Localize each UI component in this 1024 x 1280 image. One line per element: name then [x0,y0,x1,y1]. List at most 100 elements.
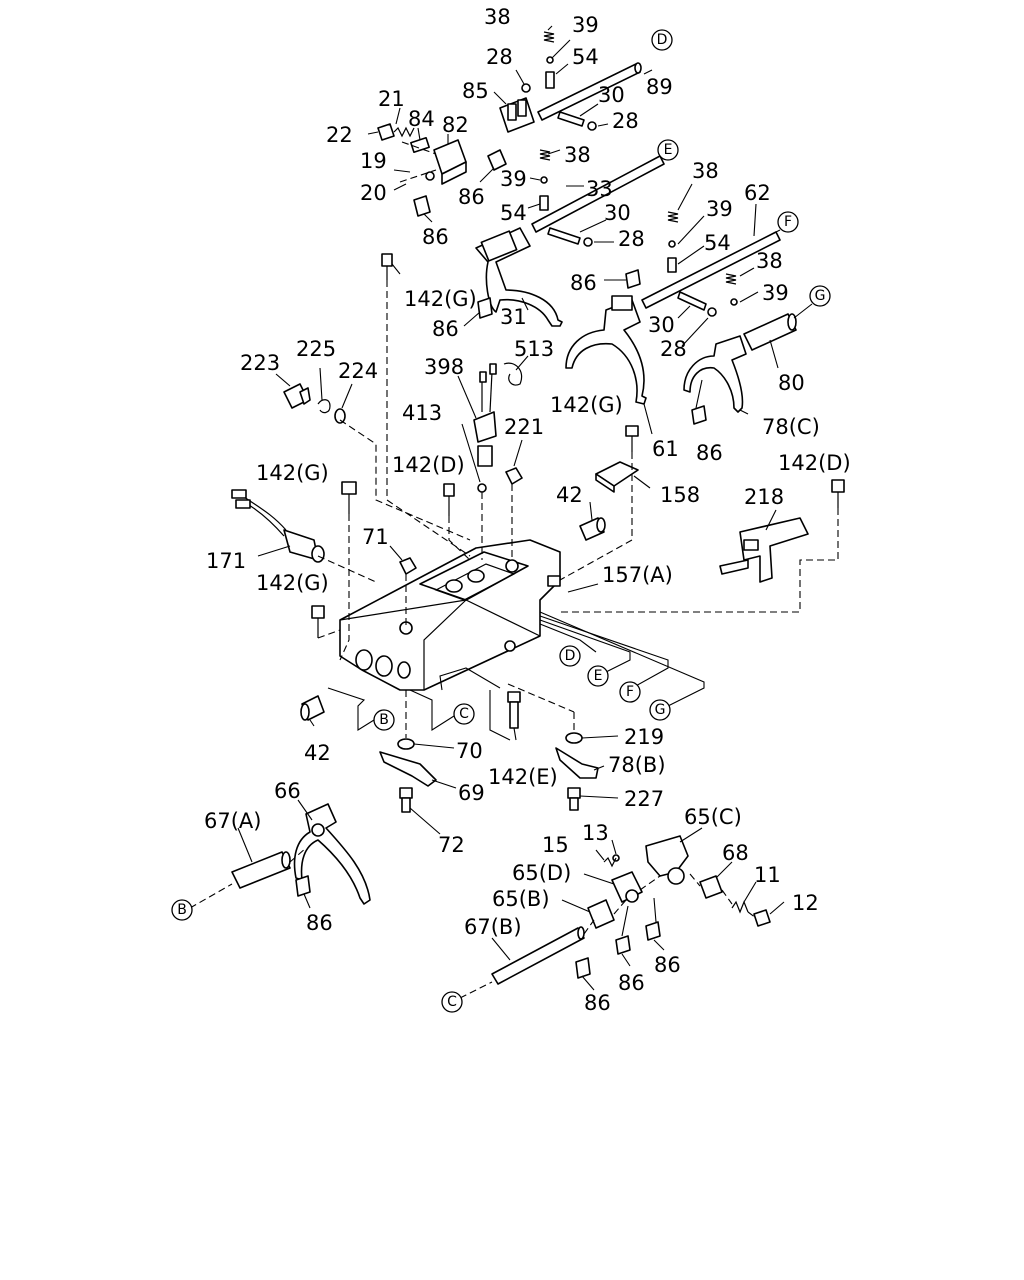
label-142g4: 142(G) [256,571,329,595]
label-225: 225 [296,337,336,361]
bolt-227 [567,787,581,811]
spring-15 [603,856,617,868]
lever-69 [379,751,437,787]
label-28a: 28 [486,45,513,69]
ref-e-top: E [657,139,679,161]
pin-54c [667,257,677,273]
label-33: 33 [586,177,613,201]
label-86i: 86 [654,953,681,977]
shift-rail-67a [231,851,291,889]
pin-68 [699,875,723,899]
label-86c: 86 [570,271,597,295]
ref-c-case-text: C [459,706,469,722]
label-84: 84 [408,107,435,131]
label-28b: 28 [612,109,639,133]
pin-54b [539,195,549,211]
ref-g-case: G [649,699,671,721]
label-39d: 39 [762,281,789,305]
clip-513 [503,362,523,386]
shift-fork-61 [565,295,647,405]
label-224: 224 [338,359,378,383]
washer-219 [565,732,583,744]
plug-12 [753,909,771,927]
ball-28d [707,307,717,317]
ball-39d [730,298,738,306]
label-142g3: 142(G) [256,461,329,485]
ref-f-text: F [784,214,792,230]
label-38c: 38 [692,159,719,183]
label-38a: 38 [484,5,511,29]
shift-block-65d [611,871,643,903]
label-86g: 86 [584,991,611,1015]
plug-22 [377,123,395,141]
ball-28b [587,121,597,131]
shift-rail-80 [743,313,797,351]
label-86f: 86 [306,911,333,935]
bolt-142g4 [311,605,325,638]
label-30b: 30 [604,201,631,225]
ball-413 [477,483,487,493]
ref-b-case: B [373,709,395,731]
spring-11 [731,900,749,914]
bolt-142g1 [381,253,393,280]
label-28d: 28 [660,337,687,361]
shift-rail-89 [537,62,642,121]
label-30c: 30 [648,313,675,337]
label-142g1: 142(G) [404,287,477,311]
shift-fork-66 [293,803,371,905]
label-72: 72 [438,833,465,857]
spring-21 [393,126,415,138]
label-61: 61 [652,437,679,461]
ref-b-case-text: B [379,712,389,728]
label-78c: 78(C) [762,415,820,439]
nut-221 [505,467,523,485]
shift-rail-33 [531,155,665,233]
bolt-86e [691,405,707,425]
ball-28a [521,83,531,93]
spring-38d [725,273,737,285]
bolt-86d [477,297,493,319]
nut-71 [399,557,417,575]
ref-brackets [327,611,705,741]
label-66: 66 [274,779,301,803]
bolt-142e [507,691,521,729]
label-54c: 54 [704,231,731,255]
bolt-72 [399,787,413,813]
label-71: 71 [362,525,389,549]
pin-30b [547,227,581,245]
ref-g-top: G [809,285,831,307]
ref-b-rail-text: B [177,902,187,918]
label-227: 227 [624,787,664,811]
label-38d: 38 [756,249,783,273]
spring-38b [539,149,551,161]
label-65b: 65(B) [492,887,550,911]
pin-42a [579,517,606,541]
pin-30a [557,111,585,127]
pin-42b [300,695,325,721]
label-62: 62 [744,181,771,205]
ball-39b [540,176,548,184]
bolt-86f [295,875,311,897]
bolt-86i [645,921,661,941]
shift-block-65c [645,835,689,885]
label-86d: 86 [432,317,459,341]
ref-g-case-text: G [655,702,666,718]
ref-c-rail: C [441,991,463,1013]
label-12: 12 [792,891,819,915]
label-13: 13 [582,821,609,845]
label-54a: 54 [572,45,599,69]
bolt-86h [615,935,631,955]
shift-rail-62 [641,231,781,309]
washer-224 [334,408,346,424]
label-142d2: 142(D) [778,451,851,475]
shift-rail-67b [491,926,585,985]
bolt-142d1 [443,483,455,516]
ref-g-text: G [815,288,826,304]
leader-lines [237,25,813,991]
label-221: 221 [504,415,544,439]
ref-d-top: D [651,29,673,51]
spring-38c [667,211,679,223]
label-42b: 42 [304,741,331,765]
sensor-171 [231,489,325,563]
